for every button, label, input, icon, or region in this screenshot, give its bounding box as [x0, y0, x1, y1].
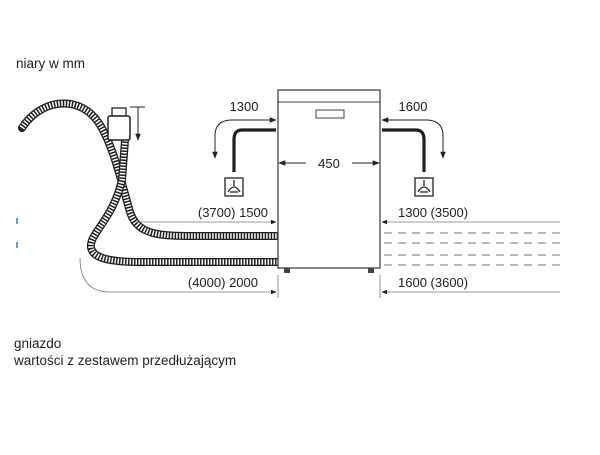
legend-extension: wartości z zestawem przedłużającym [14, 353, 237, 368]
width-label: 450 [318, 156, 340, 171]
socket-icon [417, 180, 431, 193]
hose-extension-lines [384, 232, 560, 266]
upper-left-dimension: (3700) 1500 [135, 205, 277, 225]
lower-right-label: 1600 (3600) [398, 275, 468, 290]
right-socket-connector: 1600 [381, 99, 446, 197]
width-dimension: 450 [278, 156, 380, 171]
upper-right-label: 1300 (3500) [398, 205, 468, 220]
lower-left-label: (4000) 2000 [188, 275, 258, 290]
legend-socket: gniazdo [14, 336, 62, 351]
dishwasher-body [277, 89, 381, 273]
left-height-label: 1300 [230, 99, 259, 114]
lower-right-dimension: 1600 (3600) [379, 275, 560, 298]
upper-right-dimension: 1300 (3500) [381, 205, 560, 225]
right-height-label: 1600 [399, 99, 428, 114]
drain-hose [18, 99, 282, 240]
units-caption: niary w mm [16, 56, 86, 71]
aquastop-valve [107, 106, 145, 141]
supply-hose [87, 136, 282, 266]
upper-left-label: (3700) 1500 [198, 205, 268, 220]
left-socket-connector: 1300 [212, 99, 277, 197]
lower-left-dimension: (4000) 2000 [79, 257, 279, 298]
socket-icon [227, 180, 241, 193]
